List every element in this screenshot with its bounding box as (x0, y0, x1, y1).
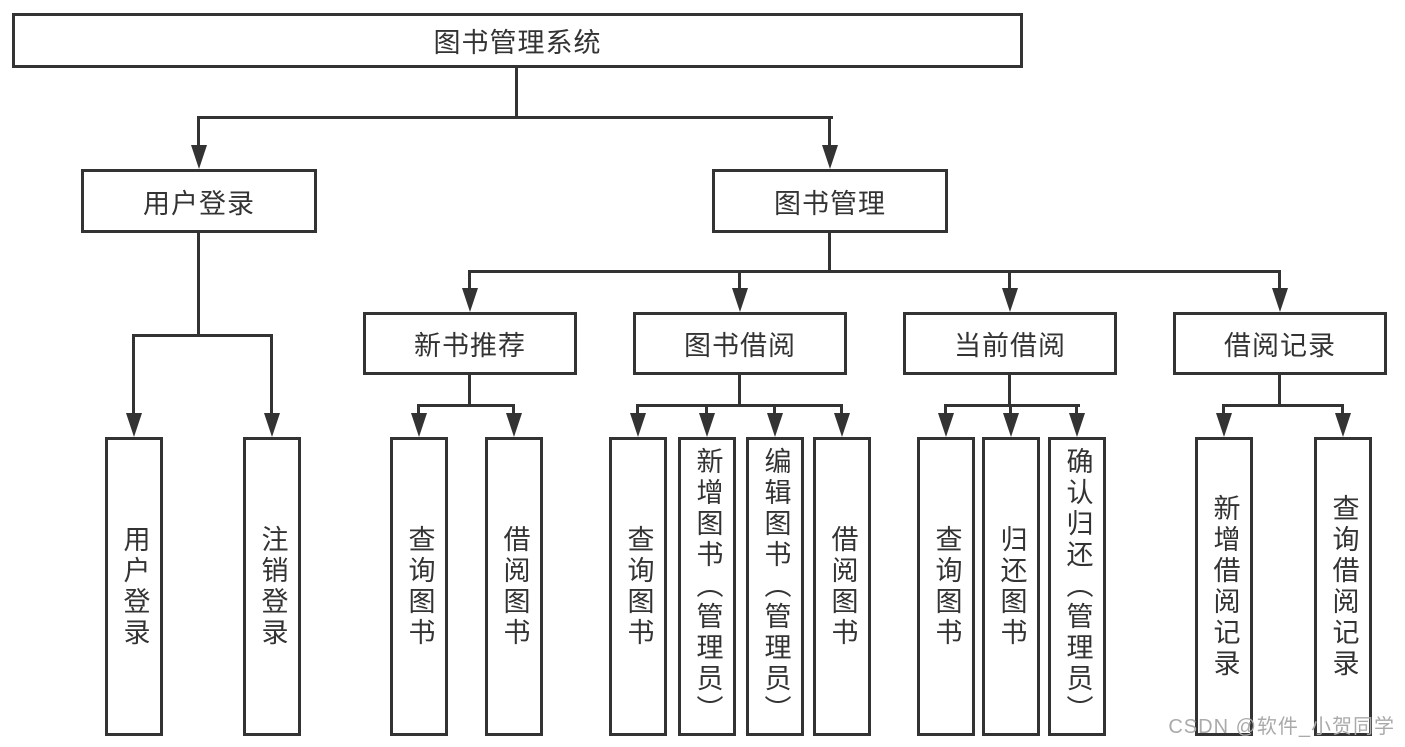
leaf-add-borrow-record: 新增借阅记录 (1195, 437, 1253, 736)
arrow-down-icon (126, 413, 142, 437)
connector-line (738, 375, 741, 407)
connector-line (828, 116, 831, 146)
arrow-down-icon (506, 413, 522, 437)
connector-line (515, 68, 518, 118)
connector-line (705, 404, 708, 416)
connector-line (1008, 375, 1011, 407)
arrow-down-icon (630, 413, 646, 437)
leaf-add-book: 新增图书（管理员） (678, 437, 736, 736)
connector-line (417, 404, 515, 407)
connector-line (197, 116, 833, 119)
arrow-down-icon (1002, 288, 1018, 312)
connector-line (1008, 270, 1011, 292)
connector-line (1341, 404, 1344, 416)
connector-line (468, 375, 471, 407)
node-root: 图书管理系统 (12, 13, 1023, 68)
arrow-down-icon (411, 413, 427, 437)
connector-line (417, 404, 420, 416)
leaf-confirm-return: 确认归还（管理员） (1048, 437, 1106, 736)
leaf-label: 编辑图书（管理员） (760, 447, 791, 726)
connector-line (1075, 404, 1078, 416)
leaf-label: 注销登录 (257, 524, 288, 649)
arrow-down-icon (462, 288, 478, 312)
leaf-label: 借阅图书 (827, 524, 858, 649)
leaf-user-login: 用户登录 (105, 437, 163, 736)
node-borrow-record: 借阅记录 (1173, 312, 1387, 375)
connector-line (132, 334, 135, 415)
leaf-label: 查询图书 (623, 524, 654, 649)
arrow-down-icon (264, 413, 280, 437)
node-book-borrow: 图书借阅 (633, 312, 847, 375)
leaf-edit-book: 编辑图书（管理员） (746, 437, 804, 736)
connector-line (636, 404, 639, 416)
leaf-query-book-2: 查询图书 (609, 437, 667, 736)
leaf-return-book: 归还图书 (982, 437, 1040, 736)
leaf-query-borrow-record: 查询借阅记录 (1314, 437, 1372, 736)
arrow-down-icon (1003, 413, 1019, 437)
leaf-label: 查询借阅记录 (1328, 493, 1359, 680)
connector-line (738, 270, 741, 292)
node-user-login: 用户登录 (81, 169, 317, 233)
connector-line (1278, 270, 1281, 292)
arrow-down-icon (1335, 413, 1351, 437)
connector-line (828, 233, 831, 273)
leaf-borrow-book-1: 借阅图书 (485, 437, 543, 736)
leaf-label: 确认归还（管理员） (1062, 447, 1093, 726)
connector-line (1009, 404, 1012, 416)
arrow-down-icon (938, 413, 954, 437)
connector-line (270, 334, 273, 415)
node-new-book-recommend: 新书推荐 (363, 312, 577, 375)
leaf-label: 新增借阅记录 (1209, 493, 1240, 680)
arrow-down-icon (1216, 413, 1232, 437)
arrow-down-icon (1272, 288, 1288, 312)
leaf-logout: 注销登录 (243, 437, 301, 736)
leaf-label: 新增图书（管理员） (692, 447, 723, 726)
connector-line (197, 233, 200, 337)
connector-line (132, 334, 273, 337)
connector-line (636, 404, 843, 407)
connector-line (512, 404, 515, 416)
arrow-down-icon (822, 145, 838, 169)
leaf-query-book-3: 查询图书 (917, 437, 975, 736)
connector-line (1278, 375, 1281, 407)
leaf-label: 查询图书 (931, 524, 962, 649)
arrow-down-icon (834, 413, 850, 437)
leaf-label: 用户登录 (119, 524, 150, 649)
arrow-down-icon (699, 413, 715, 437)
leaf-label: 查询图书 (404, 524, 435, 649)
leaf-label: 归还图书 (996, 524, 1027, 649)
arrow-down-icon (767, 413, 783, 437)
connector-line (468, 270, 471, 292)
connector-line (1222, 404, 1225, 416)
connector-line (1222, 404, 1344, 407)
connector-line (773, 404, 776, 416)
connector-line (840, 404, 843, 416)
connector-line (197, 116, 200, 146)
arrow-down-icon (191, 145, 207, 169)
leaf-borrow-book-2: 借阅图书 (813, 437, 871, 736)
connector-line (468, 270, 1281, 273)
node-current-borrow: 当前借阅 (903, 312, 1117, 375)
leaf-query-book-1: 查询图书 (390, 437, 448, 736)
watermark: CSDN @软件_小贺同学 (1168, 716, 1395, 738)
arrow-down-icon (732, 288, 748, 312)
node-book-management: 图书管理 (712, 169, 948, 233)
connector-line (944, 404, 1080, 407)
connector-line (944, 404, 947, 416)
arrow-down-icon (1069, 413, 1085, 437)
leaf-label: 借阅图书 (499, 524, 530, 649)
